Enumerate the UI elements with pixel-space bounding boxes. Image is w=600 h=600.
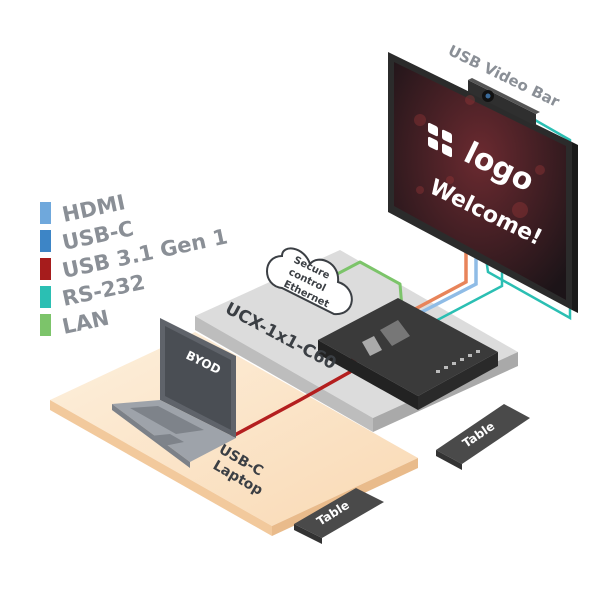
logo-mark-icon — [428, 122, 452, 158]
display: logo Welcome! — [388, 52, 578, 313]
device-icon — [318, 298, 498, 410]
cable-usb-c-display — [400, 250, 468, 318]
tag-under-table: Under the Table — [436, 393, 530, 470]
video-bar-icon — [468, 78, 540, 126]
legend-item-lan: LAN — [40, 306, 111, 339]
legend-swatch-rs232 — [40, 286, 51, 308]
legend-swatch-usb-c — [40, 230, 51, 252]
cable-lan — [320, 260, 404, 310]
cable-hdmi — [408, 250, 478, 320]
legend-swatch-hdmi — [40, 202, 51, 224]
legend-swatch-lan — [40, 314, 51, 336]
legend-swatch-usb31 — [40, 258, 51, 280]
tag-table: Table — [294, 488, 384, 544]
legend-label-lan: LAN — [60, 306, 111, 339]
laptop-icon — [112, 318, 236, 468]
